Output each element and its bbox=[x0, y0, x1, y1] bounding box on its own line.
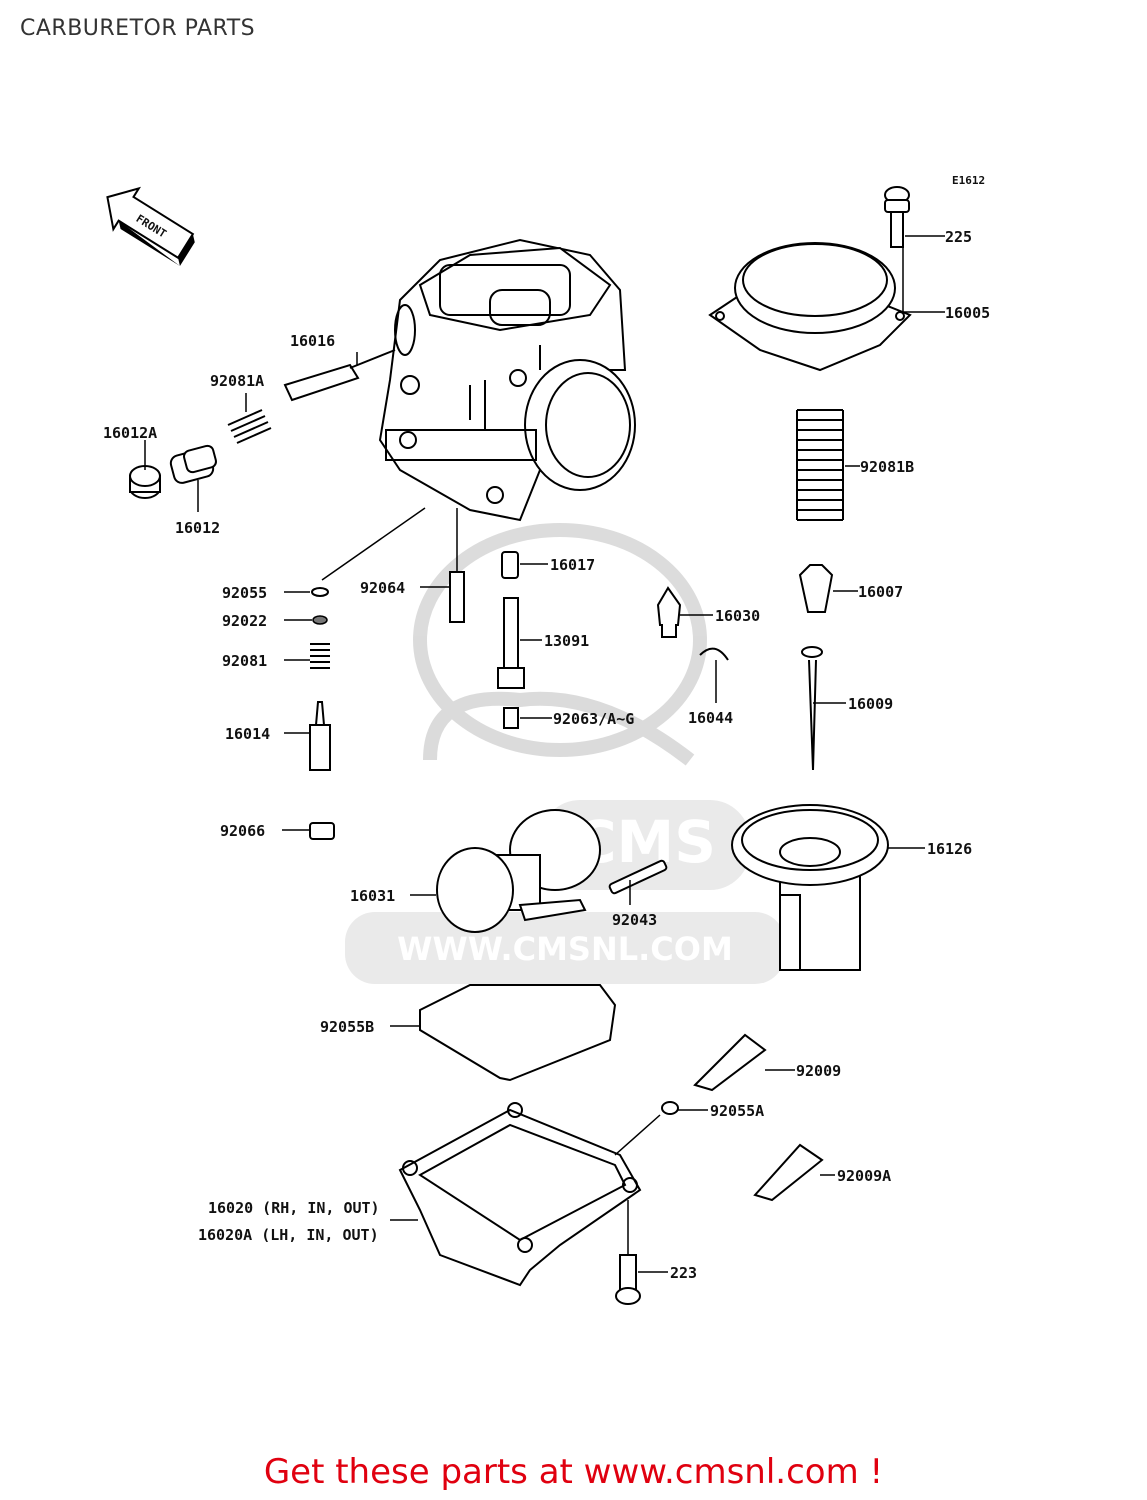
label-92081: 92081 bbox=[222, 652, 267, 670]
carburetor-body bbox=[378, 238, 636, 522]
label-92081a: 92081A bbox=[210, 372, 264, 390]
label-223: 223 bbox=[670, 1264, 697, 1282]
label-16014: 16014 bbox=[225, 725, 270, 743]
jet-16017 bbox=[501, 551, 519, 579]
jet-92064 bbox=[449, 571, 465, 623]
label-92009: 92009 bbox=[796, 1062, 841, 1080]
oring-92055a bbox=[661, 1101, 679, 1115]
label-92055: 92055 bbox=[222, 584, 267, 602]
cap-16012a bbox=[129, 465, 161, 499]
screw-225 bbox=[884, 186, 910, 248]
label-92081b: 92081B bbox=[860, 458, 914, 476]
label-16020: 16020 (RH, IN, OUT) bbox=[208, 1199, 380, 1217]
label-16009: 16009 bbox=[848, 695, 893, 713]
diaphragm-16126 bbox=[731, 804, 889, 971]
pin-92043 bbox=[608, 859, 668, 895]
label-16031: 16031 bbox=[350, 887, 395, 905]
screw-223 bbox=[615, 1254, 641, 1305]
screw-92009 bbox=[693, 1033, 767, 1092]
screw-92009a bbox=[753, 1143, 824, 1202]
label-16012: 16012 bbox=[175, 519, 220, 537]
gasket-92055b bbox=[419, 984, 617, 1082]
part-labels: 225 16005 16016 92081A 16012A 16012 9208… bbox=[103, 228, 990, 1282]
jet-92063 bbox=[503, 707, 519, 729]
front-arrow-icon: FRONT bbox=[106, 186, 195, 267]
label-16020a: 16020A (LH, IN, OUT) bbox=[198, 1226, 379, 1244]
label-16044: 16044 bbox=[688, 709, 733, 727]
watermark-banner bbox=[345, 912, 785, 984]
diagram-code: E1612 bbox=[952, 174, 985, 187]
needle-jet-13091 bbox=[497, 597, 525, 689]
label-92063: 92063/A~G bbox=[553, 710, 634, 728]
float-16031 bbox=[436, 809, 601, 933]
label-92009a: 92009A bbox=[837, 1167, 891, 1185]
watermark-mascot bbox=[413, 523, 707, 766]
label-225: 225 bbox=[945, 228, 972, 246]
label-92064: 92064 bbox=[360, 579, 405, 597]
float-bowl-16020 bbox=[398, 1102, 642, 1287]
label-16007: 16007 bbox=[858, 583, 903, 601]
label-16016: 16016 bbox=[290, 332, 335, 350]
needle-holder-16007 bbox=[798, 564, 834, 613]
label-92055a: 92055A bbox=[710, 1102, 764, 1120]
jet-needle-16009 bbox=[801, 646, 823, 771]
watermark-text: WWW.CMSNL.COM bbox=[397, 930, 733, 968]
clip-16044 bbox=[699, 647, 729, 661]
label-92043: 92043 bbox=[612, 911, 657, 929]
label-92066: 92066 bbox=[220, 822, 265, 840]
leader-lines bbox=[144, 235, 945, 1273]
label-92055b: 92055B bbox=[320, 1018, 374, 1036]
label-16005: 16005 bbox=[945, 304, 990, 322]
plunger-16016 bbox=[283, 349, 396, 402]
screw-16014 bbox=[309, 701, 331, 771]
spring-92081a bbox=[227, 409, 272, 444]
plug-92066 bbox=[309, 822, 335, 840]
page-title: CARBURETOR PARTS bbox=[20, 16, 256, 41]
footer-parts-link[interactable]: Get these parts at www.cmsnl.com ! bbox=[263, 1452, 884, 1492]
spring-92081b bbox=[796, 409, 844, 521]
label-13091: 13091 bbox=[544, 632, 589, 650]
spring-92081 bbox=[310, 643, 330, 669]
label-16030: 16030 bbox=[715, 607, 760, 625]
watermark: CMS WWW.CMSNL.COM bbox=[345, 523, 785, 984]
float-valve-16030 bbox=[656, 586, 682, 638]
nut-16012 bbox=[169, 444, 217, 484]
top-cover bbox=[708, 242, 912, 372]
oring-92055 bbox=[311, 587, 329, 597]
label-16017: 16017 bbox=[550, 556, 595, 574]
label-92022: 92022 bbox=[222, 612, 267, 630]
label-16012a: 16012A bbox=[103, 424, 157, 442]
washer-92022 bbox=[312, 615, 328, 625]
label-16126: 16126 bbox=[927, 840, 972, 858]
